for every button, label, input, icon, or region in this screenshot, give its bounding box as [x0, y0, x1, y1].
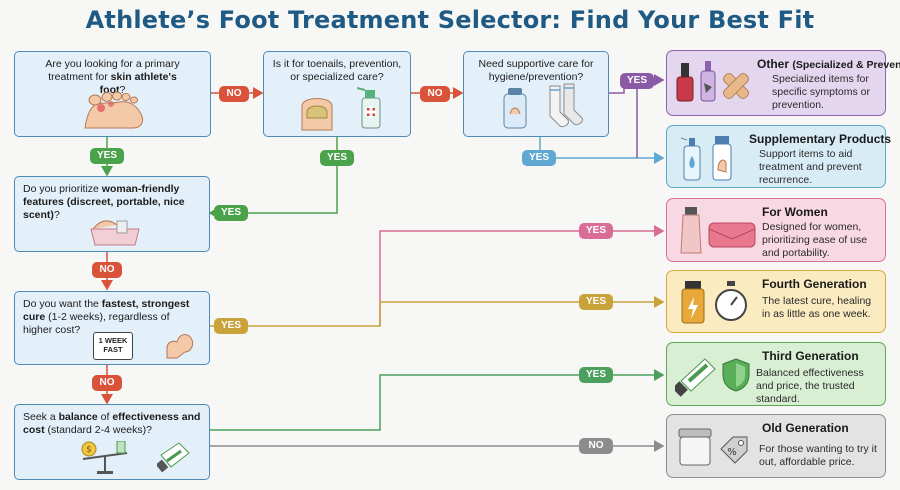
result-description: Balanced effectiveness and price, the tr… — [756, 367, 864, 405]
question-fastest-cure: Do you want the fastest, strongest cure … — [14, 291, 210, 365]
svg-text:$: $ — [86, 445, 92, 455]
tube-icon — [680, 207, 702, 254]
result-for-women: For Women Designed for women, prioritizi… — [666, 198, 886, 262]
calendar-icon: 1 WEEK FAST — [93, 332, 133, 360]
foot-icon — [84, 91, 144, 129]
label-yes: YES — [579, 294, 613, 310]
shield-icon — [722, 358, 750, 392]
label-yes: YES — [522, 150, 556, 166]
result-third-generation: Third Generation Balanced effectiveness … — [666, 342, 886, 406]
label-yes: YES — [620, 73, 654, 89]
result-description: The latest cure, healing in as little as… — [762, 295, 872, 320]
label-yes: YES — [579, 367, 613, 383]
result-fourth-generation: Fourth Generation The latest cure, heali… — [666, 270, 886, 333]
question-text: Is it for toenails, prevention, or speci… — [272, 58, 402, 83]
ointment-tube-icon — [675, 358, 716, 397]
pouch-icon — [90, 220, 140, 246]
result-title: Other (Specialized & Prevention) — [757, 57, 900, 71]
question-text: Do you want the fastest, strongest cure … — [23, 298, 190, 336]
stopwatch-icon — [715, 281, 747, 321]
result-title: Old Generation — [762, 421, 849, 435]
spray-bottle-icon — [680, 137, 701, 181]
result-description: Designed for women, prioritizing ease of… — [762, 221, 868, 259]
foot-cream-icon — [712, 136, 732, 181]
small-spray-icon — [700, 61, 716, 102]
question-balance: Seek a balance of effectiveness and cost… — [14, 404, 210, 480]
result-other: Other (Specialized & Prevention) Special… — [666, 50, 900, 116]
question-toenails-prevention: Is it for toenails, prevention, or speci… — [263, 51, 411, 137]
spray-icon — [356, 87, 381, 129]
label-yes: YES — [579, 223, 613, 239]
pill-bottle-icon — [681, 281, 705, 324]
page-title: Athlete’s Foot Treatment Selector: Find … — [85, 6, 815, 34]
label-yes: YES — [214, 318, 248, 334]
result-title: For Women — [762, 205, 828, 219]
socks-icon — [549, 83, 583, 127]
result-title: Third Generation — [762, 349, 859, 363]
label-no: NO — [92, 375, 122, 391]
bandage-icon — [723, 73, 749, 99]
powder-icon — [503, 88, 527, 129]
result-old-generation: % Old Generation For those wanting to tr… — [666, 414, 886, 478]
toenail-icon — [301, 98, 333, 131]
arrow-q2-q4 — [208, 137, 338, 219]
result-description: Specialized items for specific symptoms … — [772, 73, 871, 111]
arrow-to-women — [379, 225, 665, 326]
question-primary-treatment: Are you looking for a primary treatment … — [14, 51, 211, 137]
result-title: Fourth Generation — [762, 277, 867, 291]
question-woman-friendly: Do you prioritize woman-friendly feature… — [14, 176, 210, 252]
scale-icon: $ — [81, 441, 128, 474]
svg-text:%: % — [727, 447, 737, 458]
arrow-q6-third — [210, 369, 665, 431]
result-supplementary: Supplementary Products Support items to … — [666, 125, 891, 188]
label-no: NO — [420, 86, 450, 102]
question-supportive-care: Need supportive care for hygiene/prevent… — [463, 51, 609, 137]
wallet-icon — [708, 222, 756, 248]
question-text: Do you prioritize woman-friendly feature… — [23, 183, 185, 221]
question-text: Seek a balance of effectiveness and cost… — [23, 411, 201, 436]
arrow-q5-fourth — [210, 296, 665, 327]
question-text: Need supportive care for hygiene/prevent… — [478, 58, 594, 83]
label-no: NO — [92, 262, 122, 278]
question-text: Are you looking for a primary treatment … — [45, 58, 180, 96]
arrow-q3-supplementary — [539, 137, 665, 164]
nail-polish-icon — [676, 63, 694, 102]
label-no: NO — [579, 438, 613, 454]
jar-icon — [678, 428, 712, 466]
label-yes: YES — [320, 150, 354, 166]
bicep-icon — [166, 334, 194, 359]
result-title: Supplementary Products — [749, 132, 892, 146]
tube-small-icon — [157, 442, 190, 473]
label-yes: YES — [214, 205, 248, 221]
result-description: Support items to aid treatment and preve… — [759, 148, 862, 186]
label-no: NO — [219, 86, 249, 102]
label-yes: YES — [90, 148, 124, 164]
price-tag-icon: % — [720, 436, 748, 464]
result-description: For those wanting to try it out, afforda… — [759, 443, 877, 468]
